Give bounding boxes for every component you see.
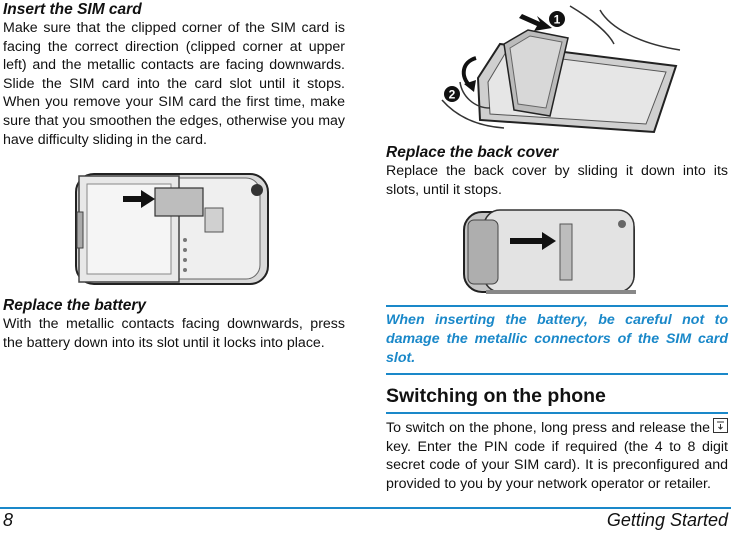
insert-sim-text: Make sure that the clipped corner of the… [3,20,345,148]
step-1-label: 1 [554,13,561,27]
right-cover-block: Replace the back cover Replace the back … [386,143,728,199]
switching-on-text-b: key. Enter the PIN code if required (the… [386,438,728,492]
chapter-title: Getting Started [606,510,728,530]
battery-insert-illustration: 1 2 [441,5,681,134]
switching-on-block: To switch on the phone, long press and r… [386,418,728,493]
left-column: Insert the SIM card Make sure that the c… [3,0,345,149]
replace-cover-heading: Replace the back cover [386,144,559,161]
replace-battery-heading: Replace the battery [3,297,146,314]
power-key-icon [713,418,728,433]
sim-slot-illustration [75,173,269,285]
switching-on-text: To switch on the phone, long press and r… [386,418,728,493]
battery-caution-note: When inserting the battery, be careful n… [386,305,728,375]
back-cover-illustration [463,209,636,294]
replace-cover-text: Replace the back cover by sliding it dow… [386,163,728,198]
insert-sim-heading: Insert the SIM card [3,1,142,18]
switching-on-heading: Switching on the phone [386,383,728,414]
switching-on-text-a: To switch on the phone, long press and r… [386,420,710,436]
footer-rule [0,507,731,509]
replace-battery-text: With the metallic contacts facing downwa… [3,316,345,351]
page-number: 8 [3,510,14,530]
left-battery-block: Replace the battery With the metallic co… [3,296,345,352]
step-2-label: 2 [449,88,456,102]
